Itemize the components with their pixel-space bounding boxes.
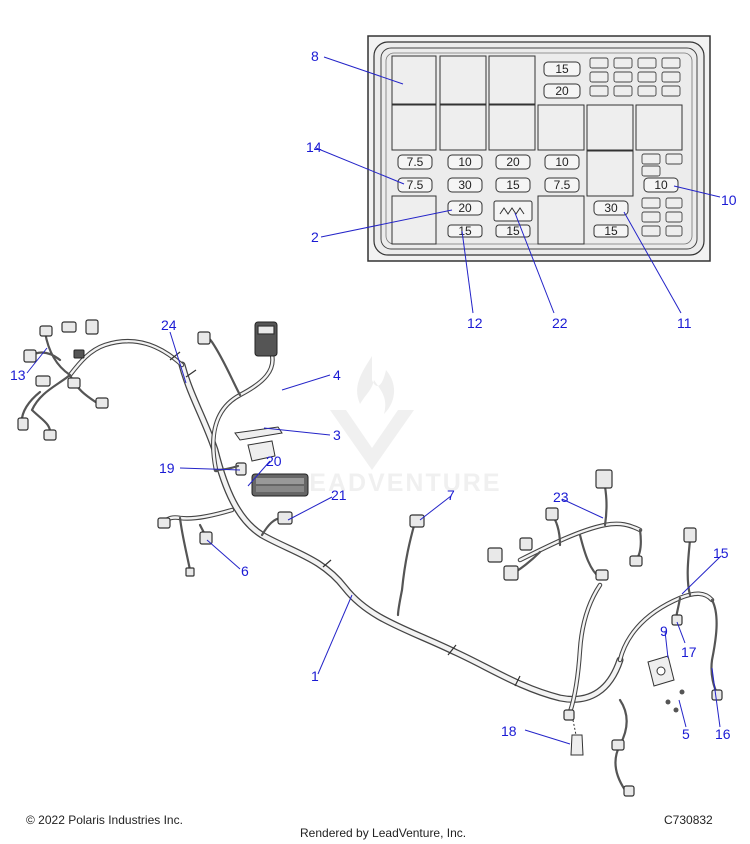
fuse-r4c3: 15 [495, 224, 531, 238]
svg-text:20: 20 [555, 84, 569, 98]
fuse-top-b: 20 [543, 83, 581, 99]
fuse-r2c6: 10 [643, 177, 679, 193]
callout-20[interactable]: 20 [266, 453, 282, 469]
svg-text:30: 30 [604, 201, 618, 215]
callout-22[interactable]: 22 [552, 315, 568, 331]
svg-text:10: 10 [654, 178, 668, 192]
fuse-r1c3: 20 [495, 154, 531, 170]
callout-24[interactable]: 24 [161, 317, 177, 333]
fuse-r3c5: 30 [593, 200, 629, 216]
relay-slot [488, 55, 536, 105]
callout-1[interactable]: 1 [311, 668, 319, 684]
callout-14[interactable]: 14 [306, 139, 322, 155]
callout-18[interactable]: 18 [501, 723, 517, 739]
callout-12[interactable]: 12 [467, 315, 483, 331]
relay-slot [537, 104, 585, 151]
relay-slot [488, 104, 536, 151]
svg-text:15: 15 [506, 178, 520, 192]
relay-slot [391, 104, 437, 151]
fuse-top-a: 15 [543, 61, 581, 77]
fuse-r2c3: 15 [495, 177, 531, 193]
callout-23[interactable]: 23 [553, 489, 569, 505]
relay-slot [439, 104, 487, 151]
callout-9[interactable]: 9 [660, 623, 668, 639]
svg-text:20: 20 [506, 155, 520, 169]
fuse-r1c4: 10 [544, 154, 580, 170]
relay-slot [391, 55, 437, 105]
leader-lines [26, 56, 722, 745]
watermark-text: LEADVENTURE [292, 469, 502, 497]
relay-slot [439, 55, 487, 105]
svg-text:15: 15 [555, 62, 569, 76]
svg-text:7.5: 7.5 [407, 178, 424, 192]
callout-11[interactable]: 11 [677, 315, 692, 331]
svg-text:7.5: 7.5 [554, 178, 571, 192]
wiring-harness [17, 319, 723, 797]
svg-text:10: 10 [458, 155, 472, 169]
relay-slot [391, 195, 437, 245]
fuse-r3c2: 20 [447, 200, 483, 216]
harness-connector-block [251, 473, 309, 497]
callouts: 8 14 2 12 22 11 10 13 24 4 3 19 20 21 7 … [10, 48, 737, 742]
callout-7[interactable]: 7 [447, 487, 455, 503]
callout-6[interactable]: 6 [241, 563, 249, 579]
part-code-text: C730832 [664, 813, 713, 827]
callout-16[interactable]: 16 [715, 726, 731, 742]
relay-slot [537, 195, 585, 245]
svg-text:15: 15 [458, 224, 472, 238]
relay-slot [586, 150, 634, 197]
mini-fuse-holders [589, 57, 683, 237]
fuse-r2c2: 30 [447, 177, 483, 193]
svg-text:15: 15 [604, 224, 618, 238]
callout-4[interactable]: 4 [333, 367, 341, 383]
fuse-r4c2: 15 [447, 224, 483, 238]
callout-2[interactable]: 2 [311, 229, 319, 245]
fuse-box-inset: 15 20 7.5 10 20 10 7.5 30 [367, 35, 711, 262]
callout-15[interactable]: 15 [713, 545, 729, 561]
relay-slot [635, 104, 683, 151]
copyright-text: © 2022 Polaris Industries Inc. [26, 813, 183, 827]
callout-21[interactable]: 21 [331, 487, 347, 503]
relay-slot [586, 104, 634, 151]
callout-8[interactable]: 8 [311, 48, 319, 64]
circuit-breaker [493, 200, 533, 222]
callout-5[interactable]: 5 [682, 726, 690, 742]
fuse-r2c1: 7.5 [397, 177, 433, 193]
svg-text:10: 10 [555, 155, 569, 169]
svg-text:30: 30 [458, 178, 472, 192]
svg-text:20: 20 [458, 201, 472, 215]
fuse-r4c5: 15 [593, 224, 629, 238]
callout-19[interactable]: 19 [159, 460, 175, 476]
fuse-r1c1: 7.5 [397, 154, 433, 170]
svg-text:7.5: 7.5 [407, 155, 424, 169]
fuse-r2c4: 7.5 [544, 177, 580, 193]
svg-text:15: 15 [506, 224, 520, 238]
rendered-by-text: Rendered by LeadVenture, Inc. [300, 826, 467, 840]
callout-3[interactable]: 3 [333, 427, 341, 443]
fuse-r1c2: 10 [447, 154, 483, 170]
leadventure-watermark: LEADVENTURE [292, 356, 502, 497]
callout-13[interactable]: 13 [10, 367, 26, 383]
callout-17[interactable]: 17 [681, 644, 697, 660]
callout-10[interactable]: 10 [721, 192, 737, 208]
